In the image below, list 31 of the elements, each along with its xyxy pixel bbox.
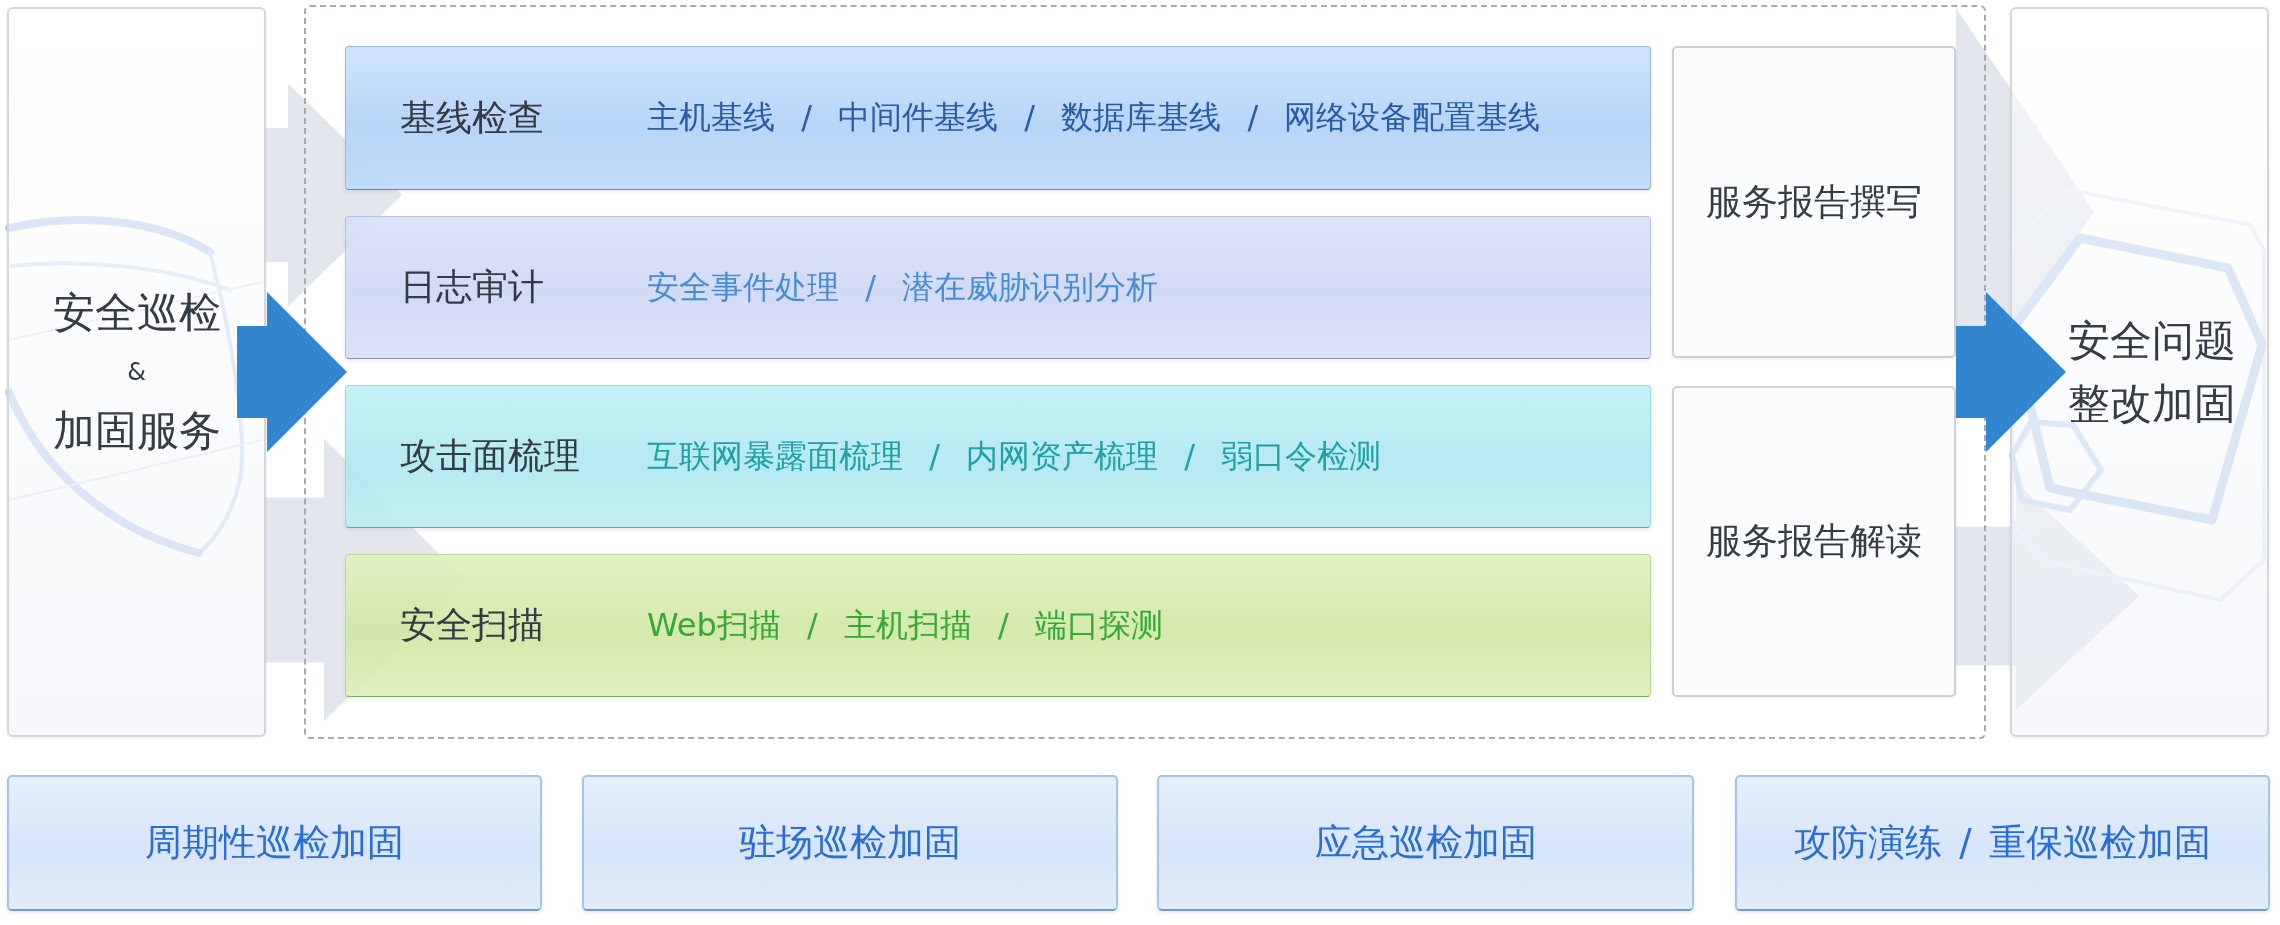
category-items: Web扫描 / 主机扫描 / 端口探测 — [647, 604, 1163, 646]
service-mode-label: 驻场巡检加固 — [739, 820, 961, 866]
side-panel — [2010, 7, 2269, 737]
report-box — [1672, 46, 1956, 358]
category-bar — [345, 216, 1651, 359]
report-box — [1672, 386, 1956, 697]
category-bar — [345, 46, 1651, 190]
category-items: 互联网暴露面梳理 / 内网资产梳理 / 弱口令检测 — [647, 435, 1382, 477]
service-mode-label: 应急巡检加固 — [1314, 820, 1537, 866]
panel-title: 安全巡检 — [52, 287, 221, 339]
service-mode-box — [1157, 775, 1694, 911]
category-title: 日志审计 — [400, 265, 545, 309]
side-panel — [7, 7, 266, 737]
service-mode-label: 攻防演练 / 重保巡检加固 — [1793, 820, 2212, 866]
report-title: 服务报告解读 — [1706, 519, 1922, 563]
panel-title: 加固服务 — [52, 405, 221, 457]
service-mode-label: 周期性巡检加固 — [145, 820, 404, 866]
category-title: 攻击面梳理 — [400, 434, 581, 478]
service-mode-box — [582, 775, 1118, 911]
dashed-group-frame — [304, 5, 1986, 739]
category-items: 安全事件处理 / 潜在威胁识别分析 — [647, 266, 1159, 308]
panel-title: 安全问题整改加固 — [2067, 315, 2238, 430]
service-mode-box — [1735, 775, 2270, 911]
category-items: 主机基线 / 中间件基线 / 数据库基线 / 网络设备配置基线 — [647, 97, 1541, 138]
category-title: 安全扫描 — [400, 603, 545, 647]
category-bar — [345, 385, 1651, 528]
ampersand-label: & — [127, 357, 146, 388]
service-mode-box — [7, 775, 542, 911]
report-title: 服务报告撰写 — [1706, 179, 1922, 224]
category-title: 基线检查 — [400, 95, 545, 140]
category-bar — [345, 554, 1651, 697]
